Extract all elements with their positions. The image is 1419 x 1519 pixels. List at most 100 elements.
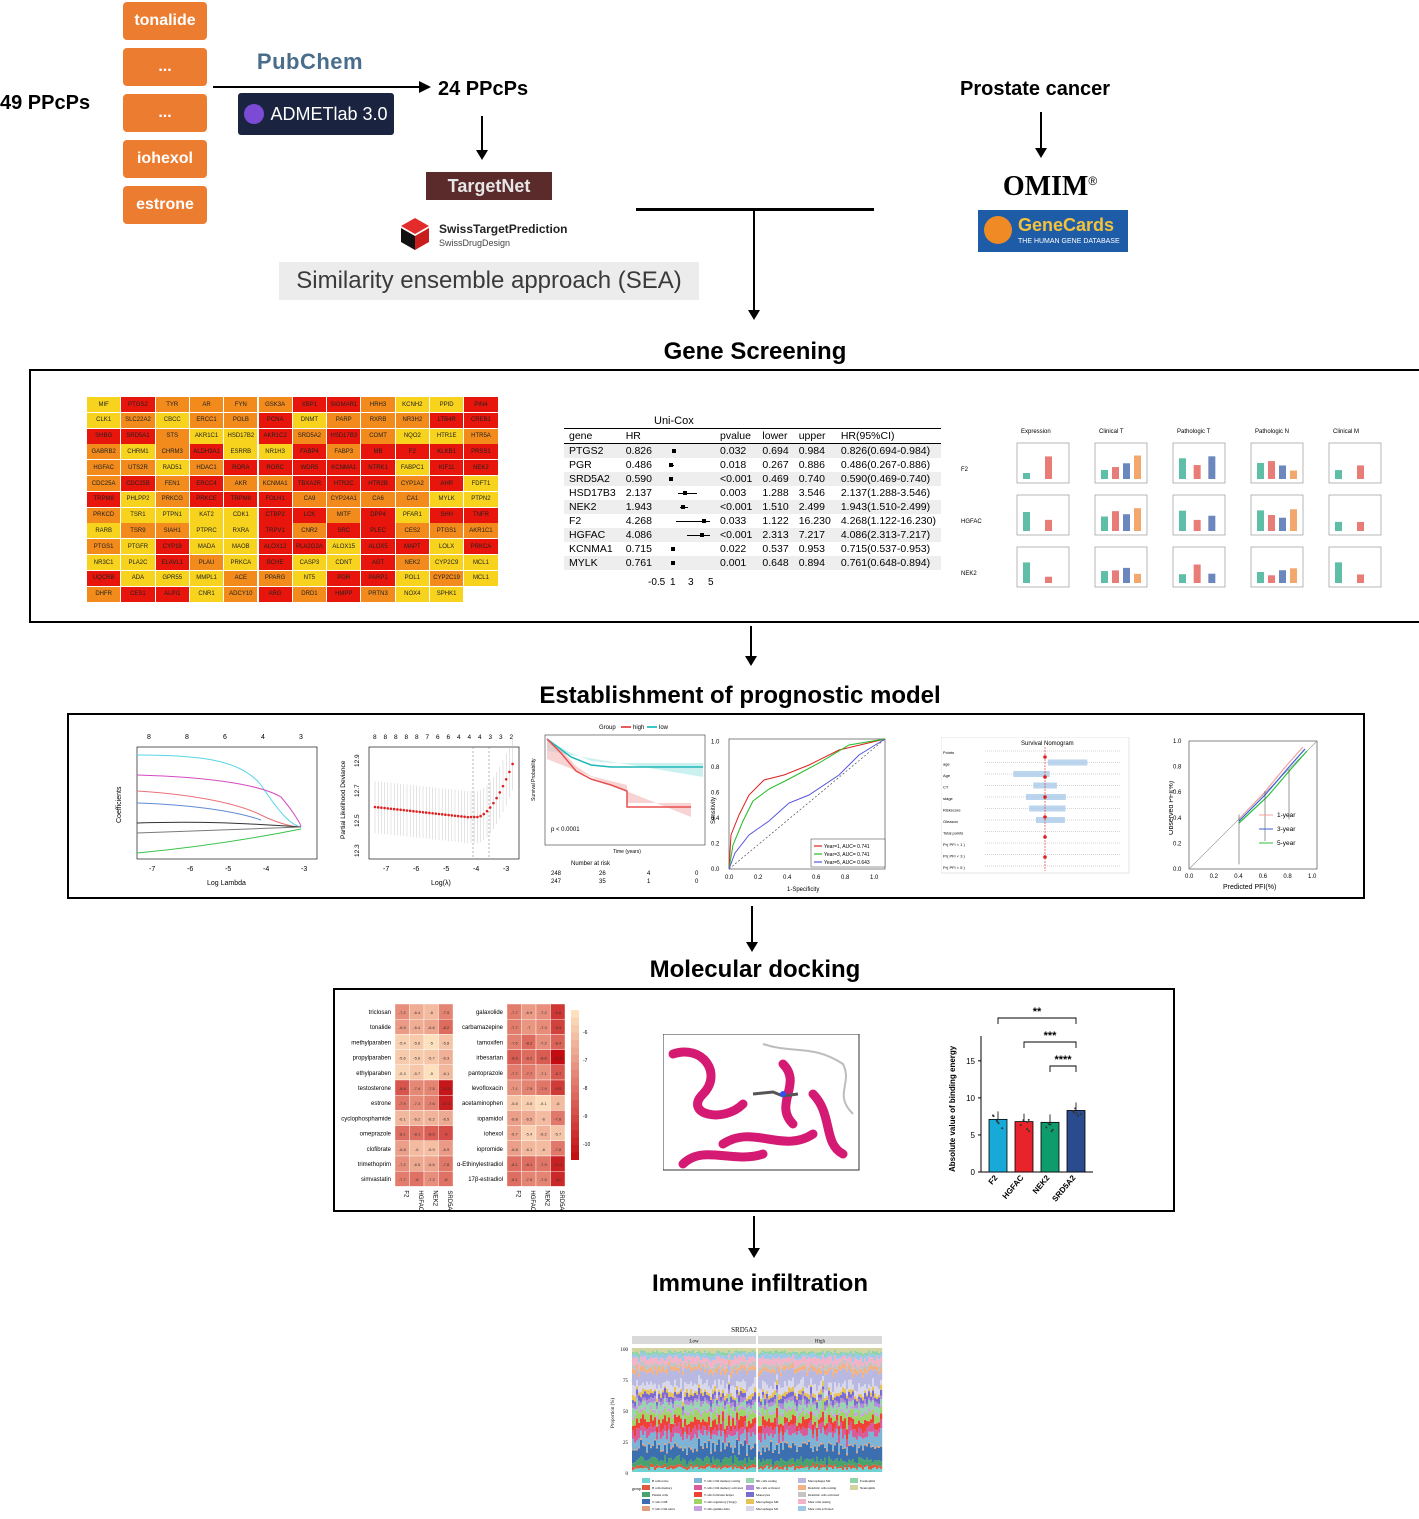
proportion-segment (686, 1454, 689, 1465)
proportion-segment (854, 1363, 857, 1369)
proportion-segment (632, 1463, 635, 1467)
proportion-segment (846, 1355, 849, 1359)
proportion-segment (764, 1405, 767, 1410)
proportion-segment (878, 1352, 881, 1356)
proportion-segment (708, 1359, 711, 1366)
proportion-segment (838, 1466, 841, 1469)
proportion-segment (826, 1405, 829, 1408)
plot-frame (1016, 494, 1070, 536)
proportion-segment (744, 1361, 747, 1366)
proportion-segment (632, 1385, 635, 1395)
proportion-segment (864, 1413, 867, 1420)
proportion-segment (748, 1443, 751, 1445)
box-mark (1290, 509, 1297, 531)
target-gene-cell: ALOX5 (361, 539, 395, 555)
y-tick: 1.0 (711, 740, 720, 746)
target-gene-cell: CYP2C9 (430, 555, 464, 570)
proportion-segment (828, 1382, 831, 1388)
proportion-segment (836, 1440, 839, 1443)
proportion-segment (842, 1348, 845, 1352)
color-scale-step (571, 1070, 579, 1078)
proportion-segment (666, 1380, 669, 1389)
proportion-segment (850, 1350, 853, 1353)
cv-point (488, 806, 492, 809)
cv-point (450, 814, 454, 817)
legend-swatch (798, 1499, 806, 1504)
proportion-segment (634, 1449, 637, 1451)
proportion-segment (734, 1466, 737, 1472)
cv-point (437, 812, 441, 816)
proportion-segment (652, 1398, 655, 1403)
proportion-segment (798, 1459, 801, 1467)
proportion-segment (752, 1392, 755, 1397)
proportion-segment (732, 1385, 735, 1397)
proportion-segment (698, 1399, 701, 1410)
proportion-segment (828, 1387, 831, 1391)
proportion-segment (804, 1356, 807, 1364)
data-dot (997, 1122, 1000, 1125)
proportion-segment (786, 1391, 789, 1395)
risk-count: 26 (599, 871, 606, 877)
compound-label: methylparaben (351, 1040, 391, 1046)
proportion-segment (690, 1381, 693, 1389)
proportion-segment (632, 1394, 635, 1401)
proportion-segment (652, 1354, 655, 1359)
proportion-segment (734, 1348, 737, 1352)
proportion-segment (778, 1452, 781, 1454)
proportion-segment (708, 1439, 711, 1442)
proportion-segment (644, 1397, 647, 1401)
proportion-segment (880, 1428, 883, 1446)
proportion-segment (770, 1373, 773, 1387)
proportion-segment (870, 1410, 873, 1413)
proportion-segment (730, 1456, 733, 1466)
y-label: Absolute value of binding energy (948, 1045, 957, 1172)
target-gene-cell: ARG (258, 586, 292, 602)
proportion-segment (730, 1393, 733, 1397)
proportion-segment (740, 1365, 743, 1371)
data-dot (1079, 1113, 1082, 1116)
significance-bracket (1023, 1041, 1077, 1048)
proportion-segment (880, 1384, 883, 1391)
proportion-segment (738, 1348, 741, 1352)
proportion-segment (714, 1451, 717, 1460)
target-gene-cell: SRD5A2 (292, 428, 327, 444)
proportion-segment (670, 1442, 673, 1448)
proportion-segment (678, 1348, 681, 1353)
proportion-segment (684, 1412, 687, 1419)
proportion-segment (828, 1443, 831, 1457)
color-scale-step (571, 1017, 579, 1025)
docking-heatmaps: triclosan-7.2-6.4-6-7.5tonalide-6.9-6.4-… (341, 1003, 590, 1210)
proportion-segment (660, 1460, 663, 1467)
proportion-segment (722, 1389, 725, 1394)
proportion-segment (740, 1356, 743, 1362)
proportion-segment (764, 1419, 767, 1428)
heat-value: -6.2 (428, 1116, 436, 1121)
proportion-segment (728, 1441, 731, 1443)
proportion-segment (826, 1465, 829, 1469)
proportion-segment (716, 1468, 719, 1472)
proportion-segment (690, 1411, 693, 1422)
heat-cell (438, 1170, 454, 1187)
proportion-segment (708, 1441, 711, 1458)
proportion-segment (708, 1351, 711, 1356)
proportion-segment (778, 1403, 781, 1407)
proportion-segment (716, 1362, 719, 1368)
proportion-segment (654, 1431, 657, 1440)
proportion-segment (668, 1458, 671, 1467)
proportion-segment (758, 1411, 761, 1416)
proportion-segment (724, 1400, 727, 1406)
proportion-segment (748, 1352, 751, 1357)
ci-band (547, 739, 703, 777)
calibration-curve (1238, 748, 1306, 822)
unicox-cell: 0.826(0.694-0.984) (835, 443, 941, 458)
proportion-segment (702, 1447, 705, 1449)
proportion-segment (808, 1441, 811, 1460)
proportion-segment (650, 1402, 653, 1406)
proportion-segment (632, 1354, 635, 1358)
proportion-segment (794, 1466, 797, 1471)
proportion-segment (648, 1398, 651, 1403)
heat-value: -7.9 (399, 1101, 407, 1106)
proportion-segment (788, 1354, 791, 1357)
